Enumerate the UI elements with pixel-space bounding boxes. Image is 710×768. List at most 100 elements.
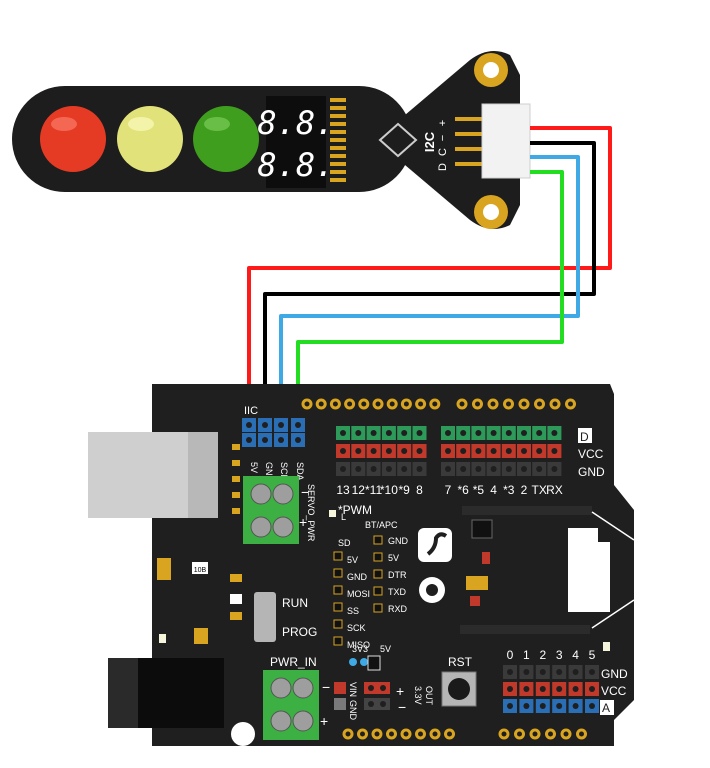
out-plus-label: +	[396, 683, 404, 699]
header-pin-hole	[532, 731, 538, 737]
digital-pin-hole	[385, 466, 392, 472]
green-light	[193, 106, 259, 172]
digital-pin-number: *6	[458, 483, 470, 497]
digital-d-badge	[578, 428, 592, 443]
digital-pin-number: *9	[399, 483, 411, 497]
out-label-2: OUT	[424, 686, 434, 706]
digital-pin-hole	[521, 430, 527, 436]
digital-pin-hole	[355, 430, 362, 436]
digital-pin-hole	[490, 448, 497, 454]
rst-button-cap[interactable]	[448, 678, 470, 700]
out-header	[364, 682, 390, 710]
module-pin-minus: −	[437, 135, 449, 141]
bt-header	[373, 535, 383, 613]
analog-pin-hole	[539, 669, 546, 675]
digital-pin-hole	[355, 448, 362, 454]
run-prog-switch[interactable]	[254, 592, 276, 642]
header-pin-hole	[432, 401, 438, 407]
pwr-in-terminal	[263, 670, 319, 740]
header-pin-hole	[347, 401, 353, 407]
mounting-hole-top-center	[483, 62, 499, 78]
spi-pin-mosi: MOSI	[347, 589, 370, 599]
header-pin-hole	[506, 401, 511, 407]
analog-pin-hole	[539, 686, 546, 692]
spi-header	[333, 551, 343, 646]
icsp-header-top	[462, 506, 592, 515]
header-pin-hole	[521, 401, 527, 407]
bt-pin	[373, 569, 383, 579]
header-pin-hole	[568, 401, 573, 407]
voltage-jumper[interactable]	[367, 655, 381, 671]
header-pin-hole	[418, 401, 424, 407]
red-light	[40, 106, 106, 172]
digital-pin-hole	[505, 430, 512, 436]
selector-pin-2	[360, 658, 368, 666]
bt-pin-rxd: RXD	[388, 604, 408, 614]
iic-pin-hole	[262, 422, 268, 428]
analog-pin-hole	[556, 703, 563, 709]
chip-10b	[192, 562, 208, 574]
header-pin-hole	[360, 731, 365, 737]
digital-pin-hole	[475, 448, 482, 454]
digital-pin-hole	[340, 430, 346, 436]
out-label-1: 3.3V	[413, 686, 423, 705]
analog-pin-number: 5	[589, 648, 596, 662]
digital-pin-hole	[385, 448, 392, 454]
v3v3-label: 3V3	[352, 644, 368, 654]
header-pin-hole	[432, 731, 438, 737]
analog-pin-hole	[523, 703, 530, 709]
iic-pin-5v: 5V	[249, 462, 259, 473]
reset-shield	[568, 528, 610, 612]
pwr-screw-3	[270, 710, 292, 732]
header-pin-hole	[579, 731, 584, 737]
wire-black	[263, 141, 596, 418]
digital-pin-hole	[460, 466, 467, 472]
brand-logo-icon	[378, 122, 418, 158]
servo-screw-4	[272, 516, 294, 538]
digital-pin-number: *3	[503, 483, 515, 497]
analog-pin-hole	[572, 686, 579, 692]
mounting-hole-bottom-center	[483, 204, 499, 220]
module-pin-c: C	[437, 148, 449, 156]
header-pin-hole	[517, 731, 522, 737]
controller-board: IIC 5V GND SCL SDA − + SERVO_PWR D D VCC…	[88, 384, 635, 746]
header-pin-hole	[318, 401, 324, 407]
digital-pin-number: 4	[490, 483, 497, 497]
wire-blue	[279, 155, 580, 418]
digital-pin-hole	[475, 430, 482, 436]
iic-pin-hole	[278, 422, 284, 428]
digital-pin-hole	[475, 466, 482, 472]
segment-display	[266, 96, 326, 188]
wires	[247, 126, 612, 418]
crystal	[466, 576, 488, 590]
spi-pin	[333, 619, 343, 629]
servo-screw-1	[250, 483, 272, 505]
iic-header	[242, 418, 305, 447]
digital-pin-number: 2	[521, 483, 528, 497]
header-pin-hole	[459, 401, 465, 407]
header-pin-hole	[475, 401, 480, 407]
digital-pin-hole	[340, 466, 346, 472]
servo-pwr-label: SERVO_PWR	[306, 484, 316, 542]
digital-pin-hole	[370, 466, 377, 472]
header-pin-hole	[501, 731, 507, 737]
iic-pin-hole	[262, 437, 268, 443]
digital-pin-number: 13	[336, 483, 350, 497]
usb-side-components	[232, 444, 240, 514]
usb-port-face	[88, 432, 188, 518]
analog-pin-hole	[589, 669, 595, 675]
analog-pin-hole	[539, 703, 546, 709]
digital-pin-number: RX	[546, 483, 563, 497]
digital-pin-hole	[416, 430, 423, 436]
spi-pin	[333, 568, 343, 578]
spi-pin-sck: SCK	[347, 623, 366, 633]
ic-chip-small	[471, 519, 493, 539]
header-pin-hole	[375, 401, 381, 407]
analog-pin-hole	[572, 703, 579, 709]
pwr-screw-4	[292, 710, 314, 732]
brand-logo-mark	[426, 532, 448, 556]
analog-pin-hole	[507, 669, 513, 675]
display-digits-top: 8.8.	[257, 104, 334, 142]
header-pin-hole	[304, 401, 310, 407]
